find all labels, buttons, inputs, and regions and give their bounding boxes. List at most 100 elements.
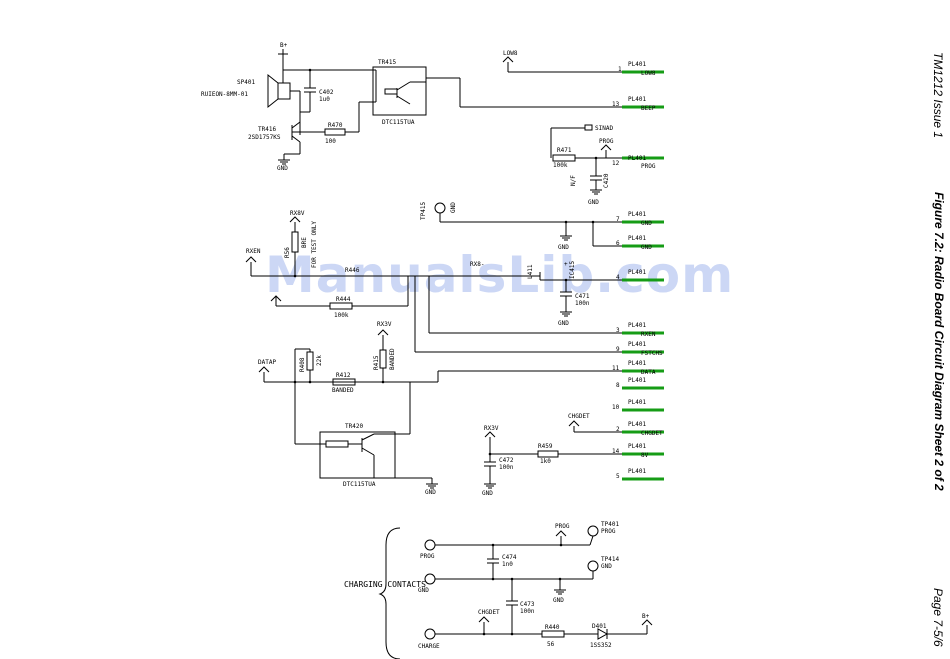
test-point-tp415 <box>434 202 446 214</box>
gnd-label-4: GND <box>558 244 569 251</box>
watermark: ManualsLib.com <box>265 246 735 304</box>
d401-label: D401 <box>592 623 607 630</box>
contact-prog-label: PROG <box>420 553 435 560</box>
pin-ref: PL401 <box>628 96 646 103</box>
tr416-part: 2SD1757KS <box>248 134 281 141</box>
pin-number: 13 <box>612 101 620 108</box>
pin-number: 1 <box>618 66 622 73</box>
r471-value: 100k <box>553 162 568 169</box>
gnd-label-7: GND <box>482 490 493 497</box>
pin-name: CHGDET <box>641 430 663 437</box>
pl401-pin: 7 PL401 GND <box>616 211 664 227</box>
gnd-label-1: GND <box>277 165 288 172</box>
pin-ref: PL401 <box>628 468 646 475</box>
connector-pl401: 1 PL401 LOW8 13 PL401 BEEP 12 PL401 PROG… <box>612 61 664 481</box>
pl401-pin: 6 PL401 GND <box>616 235 664 251</box>
ruieon-label: RUIEON-8MM-01 <box>201 91 248 98</box>
contact-gnd <box>424 573 436 585</box>
pin-number: 8 <box>616 382 620 389</box>
pl401-pin: 11 PL401 DATA <box>612 360 664 376</box>
c473-value: 100n <box>520 608 535 615</box>
resistor-r444 <box>329 302 353 310</box>
rx3v-label: RX3V <box>377 321 392 328</box>
r470-value: 100 <box>325 138 336 145</box>
pin-name: 8V <box>641 452 649 459</box>
pin-number: 14 <box>612 448 620 455</box>
tp414-label: TP414 <box>601 556 619 563</box>
r444-value: 100k <box>334 312 349 319</box>
low8-flag-label: LOW8 <box>503 50 518 57</box>
test-only-label: FOR TEST ONLY <box>311 221 318 268</box>
resistor-r408 <box>306 351 314 371</box>
tr415-part: DTC115TUA <box>382 119 415 126</box>
c472-label: C472 <box>499 457 514 464</box>
pin-name: BEEP <box>641 105 656 112</box>
pin-name: DATA <box>641 369 656 376</box>
speaker-sp401 <box>277 82 291 100</box>
prog-flag-label: PROG <box>599 138 614 145</box>
b-plus-label: B+ <box>280 42 288 49</box>
rxen-flag-label: RXEN <box>246 248 261 255</box>
pin-number: 7 <box>616 216 620 223</box>
rx8-label: RX8- <box>470 261 484 268</box>
tp401-label: TP401 <box>601 521 619 528</box>
pl401-pin: 4 PL401 <box>616 269 664 282</box>
pin-ref: PL401 <box>628 377 646 384</box>
pin-number: 12 <box>612 160 620 167</box>
chgdet-flag-label: CHGDET <box>568 413 590 420</box>
c474-label: C474 <box>502 554 517 561</box>
r415-label: R415 <box>373 355 380 370</box>
pl401-pin: 3 PL401 RXEN <box>616 322 664 338</box>
pin-name: GND <box>641 244 652 251</box>
tp401-prog-label: PROG <box>601 528 616 535</box>
r444-label: R444 <box>336 296 351 303</box>
pin-number: 10 <box>612 404 620 411</box>
pin-ref: PL401 <box>628 211 646 218</box>
pin-ref: PL401 <box>628 155 646 162</box>
pl401-pin: 9 PL401 FSTCHS <box>616 341 664 357</box>
pin-name: RXEN <box>641 331 656 338</box>
pl401-pin: 8 PL401 <box>616 377 664 390</box>
r408-label: R408 <box>299 357 306 372</box>
contact-charge <box>424 628 436 640</box>
pin-name: LOW8 <box>641 70 656 77</box>
pl401-pin: 5 PL401 <box>616 468 664 481</box>
gnd-label-6: GND <box>425 489 436 496</box>
pin-ref: PL401 <box>628 235 646 242</box>
c472-value: 100n <box>499 464 514 471</box>
tp414-gnd-label: GND <box>601 563 612 570</box>
tr415-label: TR415 <box>378 59 396 66</box>
gnd-label-3: GND <box>450 202 457 213</box>
chgdet-flag-label-2: CHGDET <box>478 609 500 616</box>
charging-contacts-label: CHARGING CONTACTS <box>344 580 426 589</box>
c402-label: C402 <box>319 89 334 96</box>
r440-value: 56 <box>547 641 555 648</box>
contact-prog <box>424 539 436 551</box>
resistor-r440 <box>541 630 565 638</box>
d401-part: 1SS352 <box>590 642 612 649</box>
pin-name: PROG <box>641 163 656 170</box>
r408-value: 22k <box>316 355 323 366</box>
r412-label: R412 <box>336 372 351 379</box>
gnd-label-8: GND <box>553 597 564 604</box>
gnd-label-5: GND <box>558 320 569 327</box>
pin-number: 6 <box>616 240 620 247</box>
tr416-label: TR416 <box>258 126 276 133</box>
r412-value: BANDED <box>332 387 354 394</box>
resistor-r415 <box>379 349 387 369</box>
r56-value: BRE <box>301 237 308 248</box>
pl401-pin: 14 PL401 8V <box>612 443 664 459</box>
c474-value: 1n0 <box>502 561 513 568</box>
pin-ref: PL401 <box>628 399 646 406</box>
pin-number: 9 <box>616 346 620 353</box>
page-number: Page 7-5/6 <box>931 588 945 647</box>
resistor-r56 <box>291 231 299 253</box>
pin-number: 5 <box>616 473 620 480</box>
tp415-label: TP415 <box>420 202 427 220</box>
resistor-r412 <box>332 378 356 386</box>
pl401-pin: 13 PL401 BEEP <box>612 96 664 112</box>
diode-d401 <box>597 628 609 640</box>
pl401-pin: 1 PL401 LOW8 <box>618 61 664 77</box>
pin-number: 4 <box>616 274 620 281</box>
